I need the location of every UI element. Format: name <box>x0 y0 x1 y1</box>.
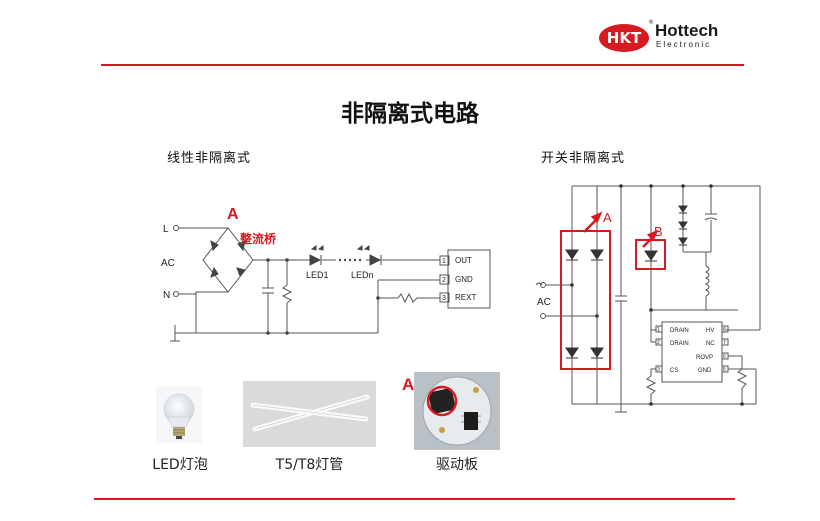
linear-driver-ic <box>447 249 491 309</box>
brand-name: Hottech <box>655 21 719 40</box>
label-cs: CS <box>670 368 678 374</box>
registered-mark: ® <box>648 19 654 26</box>
left-subtitle: 线性非隔离式 <box>167 151 252 166</box>
label-drain2: DRAIN <box>670 341 689 347</box>
switching-driver-ic <box>661 321 723 383</box>
ledn-light-icon <box>356 245 363 251</box>
brand-subtitle: Electronic <box>656 40 712 49</box>
led1-light-icon <box>310 245 317 251</box>
page-title: 非隔离式电路 <box>341 100 479 127</box>
bridge-diode-tr <box>590 249 604 260</box>
label-ac-right: AC <box>537 297 551 308</box>
label-ledn: LEDn <box>351 270 374 280</box>
label-drain1: DRAIN <box>670 328 689 334</box>
bridge-diode-2 <box>237 240 246 252</box>
footer-divider <box>94 498 735 500</box>
pin-6: 6 <box>723 354 726 360</box>
label-pin3: 3 <box>442 295 446 302</box>
pin-7: 7 <box>723 340 726 346</box>
label-pin1: 1 <box>442 258 446 265</box>
label-led1: LED1 <box>306 270 329 280</box>
label-rovp: ROVP <box>696 355 713 361</box>
caption-bulb: LED灯泡 <box>152 457 208 473</box>
pin-5: 5 <box>723 367 726 373</box>
led-string-3 <box>678 237 688 245</box>
logo-badge: HKT <box>599 24 649 52</box>
led-string-2 <box>678 221 688 229</box>
label-n: N <box>163 290 170 301</box>
marker-a-left: A <box>227 206 239 223</box>
label-hv: HV <box>706 328 714 334</box>
logo-text: HKT <box>606 29 642 47</box>
label-gnd-right: GND <box>698 368 712 374</box>
board-photo <box>414 372 500 450</box>
led-string-1 <box>678 205 688 213</box>
pin-1: 1 <box>657 327 660 333</box>
driver-board-icon <box>422 376 492 446</box>
bridge-diode-1 <box>210 240 219 251</box>
bulb-photo <box>156 387 202 443</box>
board-highlight-circle <box>426 385 458 417</box>
led1-symbol <box>309 254 322 266</box>
marker-b: B <box>654 224 663 239</box>
label-nc: NC <box>706 341 715 347</box>
terminal-l <box>173 225 179 231</box>
header-divider <box>101 64 744 66</box>
bridge-diode-br <box>590 347 604 358</box>
label-gnd: GND <box>455 275 473 284</box>
label-rext: REXT <box>455 293 476 302</box>
marker-a-board: A <box>402 375 415 394</box>
label-pin2: 2 <box>442 277 446 284</box>
marker-a-right: A <box>603 210 612 225</box>
tube-photo <box>243 381 376 447</box>
caption-board: 驱动板 <box>436 457 478 473</box>
pin-2: 2 <box>657 340 660 346</box>
pin-3: 3 <box>657 367 660 373</box>
pin-8: 8 <box>723 327 726 333</box>
bridge-diode-bl <box>565 347 579 358</box>
bridge-diode-tl <box>565 249 579 260</box>
label-rectifier: 整流桥 <box>239 231 277 246</box>
freewheel-diode <box>644 250 658 261</box>
led-tube-icon <box>250 394 370 432</box>
bridge-diode-4 <box>236 267 246 277</box>
label-out: OUT <box>455 256 472 265</box>
ledn-symbol <box>369 254 382 266</box>
bridge-diode-3 <box>210 266 219 278</box>
led-bulb-icon <box>163 393 195 439</box>
caption-tube: T5/T8灯管 <box>275 457 344 473</box>
terminal-n <box>173 291 179 297</box>
label-ac: AC <box>161 258 175 269</box>
label-l: L <box>163 224 169 235</box>
right-subtitle: 开关非隔离式 <box>541 151 626 166</box>
